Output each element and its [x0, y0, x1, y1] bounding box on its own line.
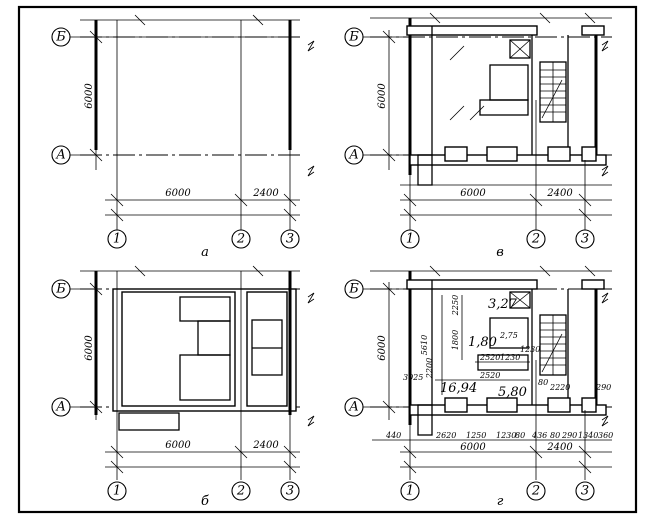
panel-b-axis-1: 1: [113, 484, 121, 499]
panel-g-axis-2: 2: [531, 484, 540, 499]
panel-v-axis-3: 3: [581, 232, 589, 247]
panel-g-span12: 6000: [460, 442, 486, 453]
panel-g-hdim-4: 1230: [520, 345, 540, 354]
panel-g-axis-3: 3: [581, 484, 589, 499]
panel-b-axis-3: 3: [286, 484, 294, 499]
sheet-border: [17, 5, 638, 514]
room-area-bath: 3,27: [488, 297, 518, 312]
panel-g-span23: 2400: [546, 442, 573, 453]
panel-g-axis-b: Б: [348, 282, 359, 297]
panel-v: 6000 6000 2400 Б А 1 2 3 в: [344, 12, 612, 260]
panel-g-bdim-3: 1230: [496, 431, 516, 440]
panel-g-vdim-0: 5610: [420, 335, 429, 355]
panel-a-axis-b: Б: [55, 30, 66, 45]
panel-g-hdim-1: 2220: [549, 383, 570, 392]
panel-g-hdim-0: 2520: [479, 371, 500, 380]
panel-g-bdim-4: 80: [515, 431, 525, 440]
panel-b-axis-a: А: [55, 400, 66, 415]
panel-v-caption: в: [496, 245, 504, 260]
panel-g-vdim-4: 2200: [425, 358, 434, 379]
panel-g-vdim-2: 2250: [451, 295, 460, 316]
panel-b-span23: 2400: [252, 440, 279, 451]
panel-v-span12: 6000: [460, 188, 486, 199]
room-area-wc: 2,75: [499, 331, 518, 340]
panel-a: 6000 6000 2400 Б А 1 2 3 а: [51, 14, 315, 260]
panel-v-span23: 2400: [546, 188, 573, 199]
panel-v-axis-2: 2: [531, 232, 540, 247]
panel-g-hdim-3: 1230: [500, 353, 520, 362]
panel-v-axis-b: Б: [348, 30, 359, 45]
stair-flight: [539, 61, 567, 123]
panel-a-axis-1: 1: [113, 232, 121, 247]
panel-b: 6000 6000 2400 Б А 1 2 3 б: [51, 265, 315, 509]
panel-g-bdim-0: 440: [385, 431, 401, 440]
panel-g-axis-1: 1: [406, 484, 414, 499]
room-area-hall: 1,80: [468, 335, 497, 350]
panel-g-bdim-7: 290: [561, 431, 577, 440]
panel-g-side-0: 290: [595, 383, 611, 392]
panel-a-height-dim: 6000: [84, 83, 95, 109]
panel-b-span12: 6000: [165, 440, 191, 451]
panel-g-bdim-1: 2620: [435, 431, 456, 440]
panel-g-axis-a: А: [348, 400, 359, 415]
panel-g-bdim-2: 1250: [466, 431, 486, 440]
panel-v-axis-a: А: [348, 148, 359, 163]
room-area-living: 16,94: [440, 381, 477, 396]
panel-b-caption: б: [201, 494, 209, 509]
panel-g-side-1: 80: [538, 378, 548, 387]
panel-b-axis-b: Б: [55, 282, 66, 297]
panel-v-axis-1: 1: [406, 232, 414, 247]
stair-flight-g: [539, 314, 567, 376]
panel-g-bdim-5: 436: [531, 431, 547, 440]
panel-b-height-dim: 6000: [84, 335, 95, 361]
panel-v-height-dim: 6000: [377, 83, 388, 109]
panel-g-bdim-6: 80: [550, 431, 560, 440]
room-area-kitchen: 5,80: [498, 385, 527, 400]
panel-a-span23: 2400: [252, 188, 279, 199]
panel-a-caption: а: [201, 245, 209, 260]
panel-b-axis-2: 2: [236, 484, 245, 499]
panel-a-axis-2: 2: [236, 232, 245, 247]
panel-g-vdim-3: 3025: [403, 373, 423, 382]
panel-g-vdim-1: 1800: [451, 330, 460, 350]
panel-a-span12: 6000: [165, 188, 191, 199]
panel-g-hdim-2: 2520: [479, 353, 500, 362]
panel-g-height-dim: 6000: [377, 335, 388, 361]
panel-a-axis-a: А: [55, 148, 66, 163]
panel-g-caption: г: [497, 494, 504, 509]
panel-g-bdim-8: 1340: [578, 431, 598, 440]
panel-g-bdim-9: 360: [598, 431, 613, 440]
panel-g: 16,94 5,80 3,27 1,80 2,75 5610 1800 2250…: [344, 265, 613, 509]
panel-a-axis-3: 3: [286, 232, 294, 247]
